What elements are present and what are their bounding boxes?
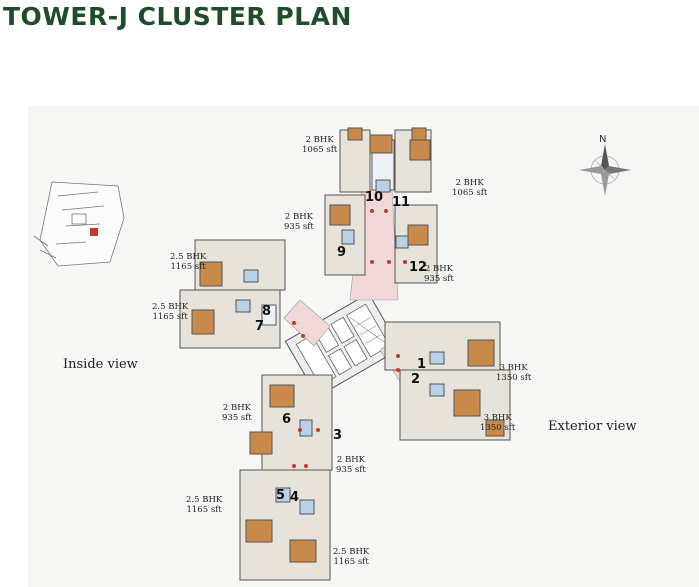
apartment-blocks: [179, 127, 511, 581]
unit-number: 1: [417, 357, 427, 372]
page-title: TOWER-J CLUSTER PLAN: [3, 2, 352, 31]
unit-number: 2: [411, 372, 421, 387]
site-key-map: [33, 181, 125, 267]
unit-number: 8: [262, 304, 272, 319]
unit-number: 5: [276, 488, 286, 503]
exterior-view-label: Exterior view: [548, 419, 637, 434]
unit-number: 4: [290, 490, 300, 505]
unit-number: 10: [365, 190, 384, 205]
unit-number: 12: [409, 260, 428, 275]
unit-number: 9: [337, 245, 347, 260]
compass-icon: [579, 144, 631, 196]
inside-view-label: Inside view: [63, 357, 138, 372]
unit-number: 3: [333, 428, 343, 443]
unit-number: 11: [392, 195, 411, 210]
unit-number: 6: [282, 412, 292, 427]
unit-number: 7: [255, 319, 265, 334]
entry-markers: [292, 209, 407, 468]
compass-north-label: N: [599, 134, 607, 145]
